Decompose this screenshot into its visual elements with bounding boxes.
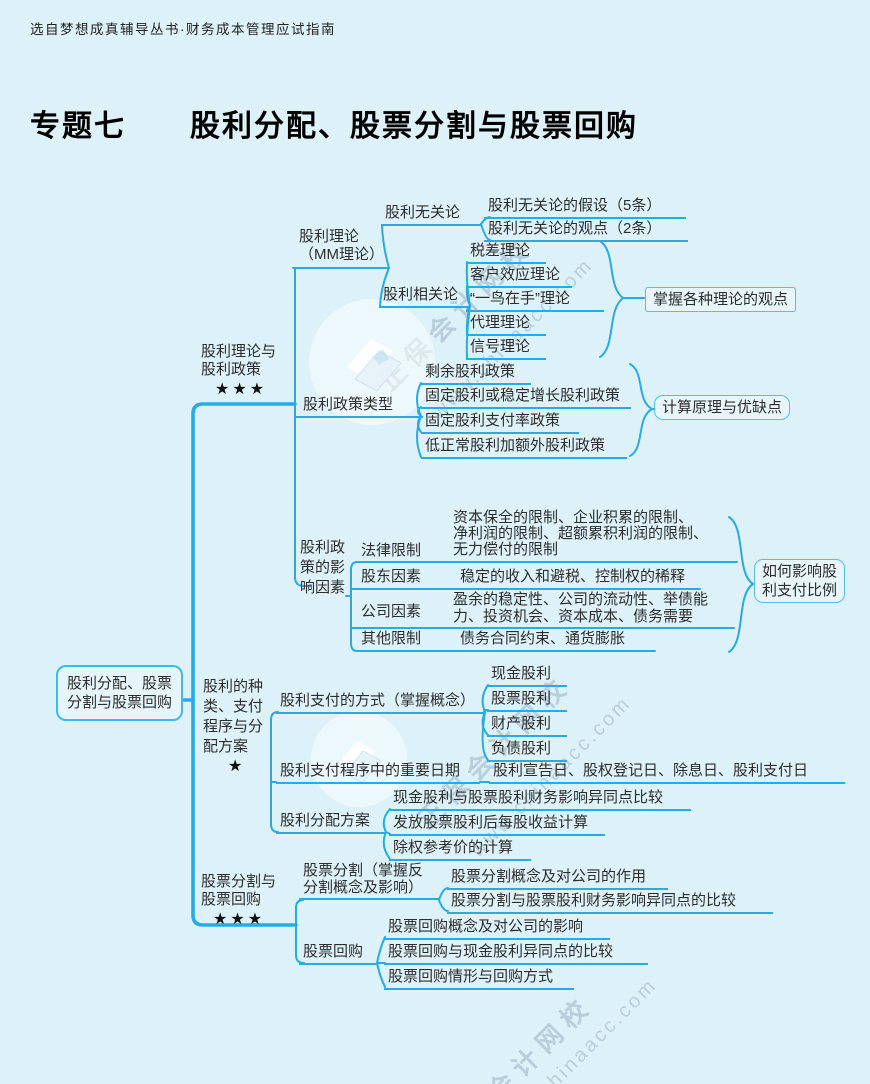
node-policy-types: 股利政策类型 [295,395,423,418]
importance-stars: ★★★ [215,381,268,398]
page-glyph-icon [347,339,402,392]
watermark-logo [311,711,407,807]
factor-company-desc: 盈余的稳定性、公司的流动性、举债能 力、投资机会、资本成本、债务需要 [453,591,709,625]
node-relevance-theory: 股利相关论 [379,285,470,308]
factor-other-limits-desc: 债务合同约束、通货膨胀 [460,630,626,647]
node-tax-difference-theory: 税差理论 [466,241,546,264]
factor-legal-limits-desc: 资本保全的限制、企业积累的限制、 净利润的限制、超额累积利润的限制、 无力偿付的… [453,509,709,558]
node-split-vs-stock-dividend-comparison: 股票分割与股票股利财务影响异同点的比较 [447,891,773,914]
note-how-affect-payout-ratio: 如何影响股 利支付比例 [754,559,846,603]
node-irrelevance-viewpoints: 股利无关论的观点（2条） [484,219,688,242]
node-key-dates: 股利支付程序中的重要日期 [276,761,480,784]
node-stock-repurchase: 股票回购 [299,942,377,965]
page-title: 专题七 股利分配、股票分割与股票回购 [30,110,638,143]
watermark-logo [309,299,435,425]
node-ex-rights-reference-price: 除权参考价的计算 [389,838,531,861]
node-cash-vs-stock-dividend-comparison: 现金股利与股票股利财务影响异同点比较 [389,788,691,811]
node-irrelevance-theory: 股利无关论 [381,203,481,226]
factor-shareholder-desc: 稳定的收入和避税、控制权的稀释 [460,568,686,585]
node-payment-methods: 股利支付的方式（掌握概念） [276,691,485,714]
node-branch-types-procedure-plan: 股利的种 类、支付 程序与分 配方案 [203,678,264,755]
node-irrelevance-assumptions: 股利无关论的假设（5条） [484,196,686,219]
node-repurchase-concept-effect: 股票回购概念及对公司的影响 [384,917,610,940]
node-signaling-theory: 信号理论 [466,337,546,360]
node-fixed-or-steady-growth-policy: 固定股利或稳定增长股利政策 [421,386,631,409]
importance-stars: ★★★ [213,911,266,928]
node-key-dates-detail: 股利宣告日、股权登记日、除息日、股利支付日 [489,761,845,784]
header-source-note: 选自梦想成真辅导丛书·财务成本管理应试指南 [30,22,336,37]
node-property-dividend: 财产股利 [487,714,567,737]
node-residual-dividend-policy: 剩余股利政策 [421,362,531,385]
node-stock-split: 股票分割（掌握反 分割概念及影响） [299,862,439,900]
factor-other-limits-label: 其他限制 [361,630,422,647]
node-low-normal-plus-extra-policy: 低正常股利加额外股利政策 [421,436,627,459]
node-split-concept-effect: 股票分割概念及对公司的作用 [447,867,668,890]
node-mm-theory: 股利理论 （MM理论） [299,228,384,263]
node-distribution-plan: 股利分配方案 [276,811,386,834]
node-stock-dividend: 股票股利 [487,689,567,712]
node-clientele-effect-theory: 客户效应理论 [466,265,572,288]
factor-company-label: 公司因素 [361,603,422,620]
node-eps-after-stock-dividend: 发放股票股利后每股收益计算 [389,813,605,836]
node-agency-theory: 代理理论 [466,313,546,336]
node-root-topic: 股利分配、股票 分割与股票回购 [56,665,184,721]
node-bird-in-hand-theory: “一鸟在手”理论 [466,289,604,312]
node-branch-split-repurchase: 股票分割与 股票回购 [201,873,277,908]
factor-shareholder-label: 股东因素 [361,568,422,585]
node-cash-dividend: 现金股利 [487,664,567,687]
node-branch-theory-policy: 股利理论与 股利政策 [201,343,277,378]
factor-legal-limits-label: 法律限制 [361,542,422,559]
node-repurchase-vs-cash-dividend: 股票回购与现金股利异同点的比较 [384,942,648,965]
note-master-theory-viewpoints: 掌握各种理论的观点 [645,287,797,312]
node-influencing-factors: 股利政 策的影 响因素 [300,539,346,596]
node-liability-dividend: 负债股利 [487,739,567,762]
note-calculation-pros-cons: 计算原理与优缺点 [654,395,791,420]
node-repurchase-situations-methods: 股票回购情形与回购方式 [384,967,574,990]
node-fixed-payout-ratio-policy: 固定股利支付率政策 [421,411,579,434]
page-glyph-icon [339,741,382,784]
importance-stars: ★ [228,758,246,775]
